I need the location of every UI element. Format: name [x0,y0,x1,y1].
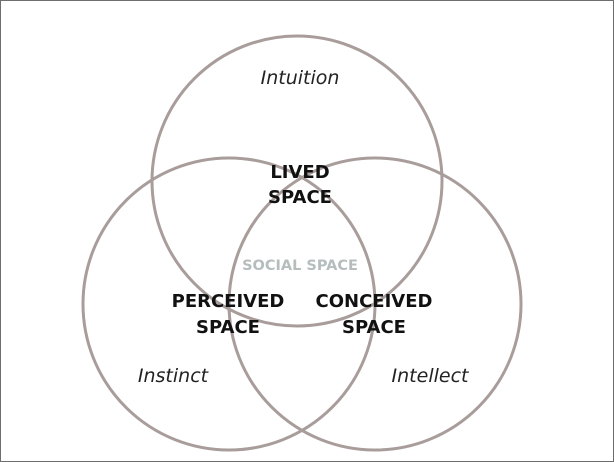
label-conceived-space-line2: SPACE [342,317,406,338]
label-conceived-space-line1: CONCEIVED [316,291,433,312]
label-social-space: SOCIAL SPACE [242,258,358,274]
label-perceived-space-line2: SPACE [196,317,260,338]
label-perceived-space-line1: PERCEIVED [172,291,285,312]
circle-intellect [227,156,523,452]
label-lived-space-line1: LIVED [270,162,329,183]
label-intuition: Intuition [261,67,340,89]
label-intellect: Intellect [392,365,470,387]
label-instinct: Instinct [138,365,210,387]
circle-instinct [81,156,377,452]
label-lived-space-line2: SPACE [268,187,332,208]
